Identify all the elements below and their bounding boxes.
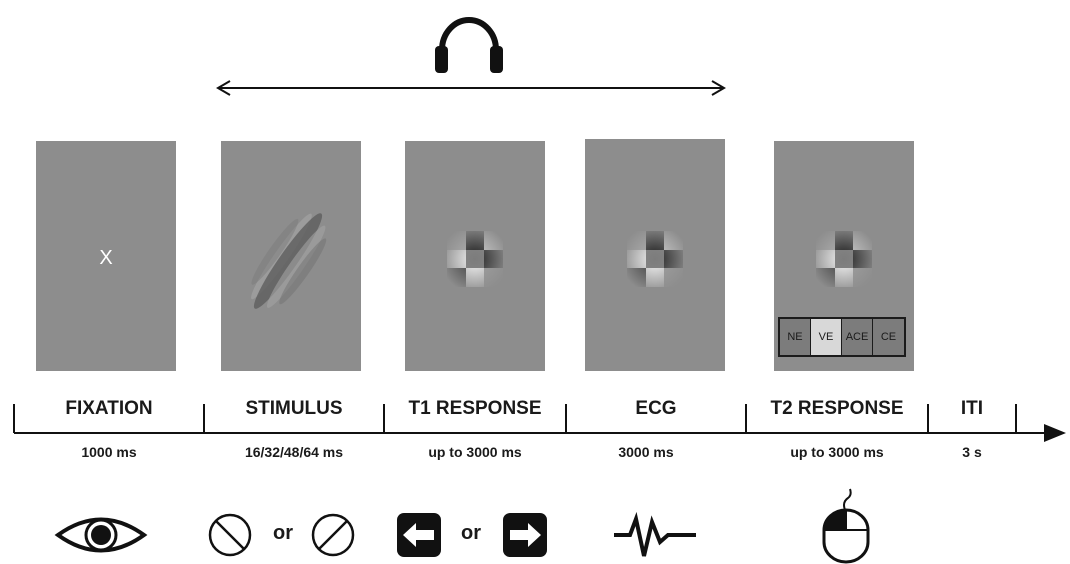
choice-ne[interactable]: NE — [780, 319, 811, 355]
stimulus-screen — [221, 141, 361, 371]
backslash-circle-icon — [208, 513, 252, 557]
headphones-icon — [435, 17, 503, 73]
phase-label-t1-response: T1 RESPONSE — [408, 398, 542, 419]
t2-response-screen: NE VE ACE CE — [774, 141, 914, 371]
timeline-axis — [13, 404, 1046, 434]
choice-ce[interactable]: CE — [873, 319, 904, 355]
gabor-patch — [251, 213, 327, 309]
or-label-t1: or — [461, 522, 481, 544]
or-label-stimulus: or — [273, 522, 293, 544]
audio-span-arrow — [216, 80, 726, 96]
duration-t2-response: up to 3000 ms — [790, 444, 884, 460]
phase-label-ecg: ECG — [635, 398, 677, 419]
duration-fixation: 1000 ms — [81, 444, 137, 460]
duration-ecg: 3000 ms — [618, 444, 674, 460]
ecg-waveform-icon — [614, 511, 696, 557]
eye-icon — [54, 517, 148, 553]
phase-label-fixation: FIXATION — [65, 398, 153, 419]
phase-label-iti: ITI — [960, 398, 984, 419]
mouse-icon — [822, 488, 870, 564]
ecg-screen — [585, 139, 725, 371]
mask-pattern — [441, 225, 509, 293]
mask-pattern — [810, 225, 878, 293]
right-arrow-key-icon — [503, 513, 547, 557]
fixation-cross: X — [99, 247, 113, 269]
duration-iti: 3 s — [962, 444, 982, 460]
duration-stimulus: 16/32/48/64 ms — [244, 444, 344, 460]
slash-circle-icon — [311, 513, 355, 557]
choice-ace[interactable]: ACE — [842, 319, 873, 355]
t1-response-screen — [405, 141, 545, 371]
phase-label-stimulus: STIMULUS — [245, 398, 343, 419]
phase-label-t2-response: T2 RESPONSE — [770, 398, 904, 419]
choice-ve[interactable]: VE — [811, 319, 842, 355]
timeline-arrowhead — [1044, 424, 1066, 442]
emotion-choice-bar: NE VE ACE CE — [778, 317, 906, 357]
duration-t1-response: up to 3000 ms — [428, 444, 522, 460]
fixation-screen: X — [36, 141, 176, 371]
left-arrow-key-icon — [397, 513, 441, 557]
mask-pattern — [621, 225, 689, 293]
